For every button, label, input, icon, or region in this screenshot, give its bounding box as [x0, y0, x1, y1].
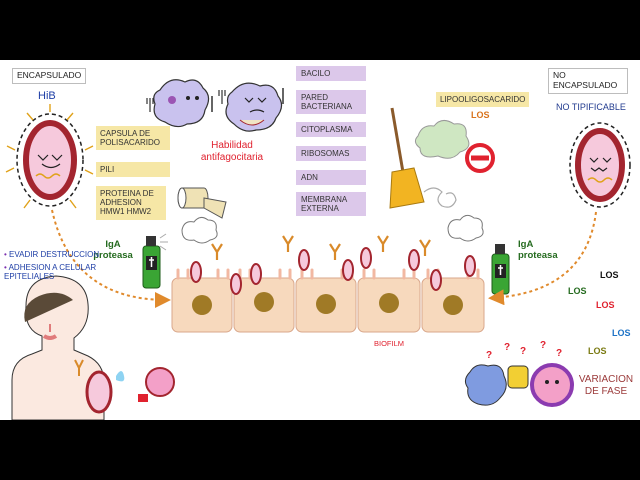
epithelial-cells: [171, 268, 485, 333]
bullet-text: ADHESION A CELULAR EPITELIALES: [4, 263, 97, 282]
question-marks: ??? ??: [486, 340, 562, 361]
iga-left-label: IgA proteasa: [93, 239, 133, 261]
encapsulado-label: ENCAPSULADO: [12, 68, 87, 84]
biofilm-label: BIOFILM: [374, 339, 405, 348]
citoplasma-label: CITOPLASMA: [296, 122, 366, 138]
bullet-item-2: • ADHESION A CELULAR EPITELIALES: [4, 263, 104, 281]
hib-label: HiB: [38, 90, 56, 102]
svg-text:?: ?: [540, 340, 546, 351]
iga-right-label: IgA proteasa: [518, 239, 558, 261]
bottom-bacterium-icon: [74, 359, 125, 414]
svg-text:?: ?: [504, 342, 510, 353]
prohibited-icon: [465, 143, 495, 173]
non-encapsulated-bacterium-icon: [569, 122, 631, 208]
iga-protease-spray-left-icon: [142, 233, 168, 289]
lipooligosacarido-label: LIPOOLIGOSACARIDO: [436, 92, 530, 108]
bullet-item-1: • EVADIR DESTRUCCION: [4, 250, 104, 259]
svg-text:?: ?: [520, 346, 526, 357]
bacilo-label: BACILO: [296, 66, 366, 82]
bullet-dot: •: [4, 250, 7, 259]
neutrophil-icon: [138, 367, 175, 402]
adn-label: ADN: [296, 170, 366, 186]
iga-protease-spray-right-icon: [491, 244, 510, 295]
bullet-list: • EVADIR DESTRUCCION • ADHESION A CELULA…: [4, 250, 104, 282]
los-list-item-1: LOS: [600, 270, 619, 280]
lipooligosaccharide-cloud-icon: [414, 120, 470, 159]
proteina-label: PROTEINA DE ADHESION HMW1 HMW2: [96, 186, 166, 220]
adhesive-tape-icon: [177, 187, 227, 219]
los-list-item-4: LOS: [612, 328, 631, 338]
no-tipificable-label: NO TIPIFICABLE: [556, 102, 626, 112]
ribosomas-label: RIBOSOMAS: [296, 146, 366, 162]
los-list-item-3: LOS: [596, 300, 615, 310]
macrophage-icon: [146, 79, 213, 128]
antigen-cloud-icon: [181, 214, 484, 244]
antibody-icon: [211, 235, 431, 260]
adhered-bacteria-icon: [190, 247, 476, 295]
encapsulated-bacterium-icon: [5, 104, 94, 209]
habilidad-label: Habilidad antifagocitaria: [200, 140, 264, 163]
pili-label: PILI: [96, 162, 170, 178]
phase-variation-characters-icon: [464, 363, 574, 407]
bullet-text: EVADIR DESTRUCCION: [9, 250, 100, 259]
bullet-dot: •: [4, 263, 7, 273]
pared-label: PARED BACTERIANA: [296, 90, 366, 115]
broom-icon: [389, 107, 457, 209]
los-list-item-2: LOS: [568, 286, 587, 296]
macrophage-engulfing-icon: [218, 82, 284, 132]
no-encapsulado-label: NO ENCAPSULADO: [548, 68, 628, 94]
diagram-canvas: ??? ?? ENCAPSULADO HiB NO ENCAPSULADO NO…: [0, 60, 640, 420]
svg-text:?: ?: [486, 350, 492, 361]
diagram-artwork: ??? ??: [5, 79, 631, 420]
capsula-label: CAPSULA DE POLISACARIDO: [96, 126, 170, 151]
los-list-item-5: LOS: [588, 346, 607, 356]
svg-text:?: ?: [556, 348, 562, 359]
variacion-label: VARIACION DE FASE: [578, 374, 634, 397]
los-main-label: LOS: [471, 110, 490, 120]
pathway-arrows: [51, 209, 597, 308]
person-icon: [11, 275, 105, 420]
membrana-label: MEMBRANA EXTERNA: [296, 192, 366, 217]
